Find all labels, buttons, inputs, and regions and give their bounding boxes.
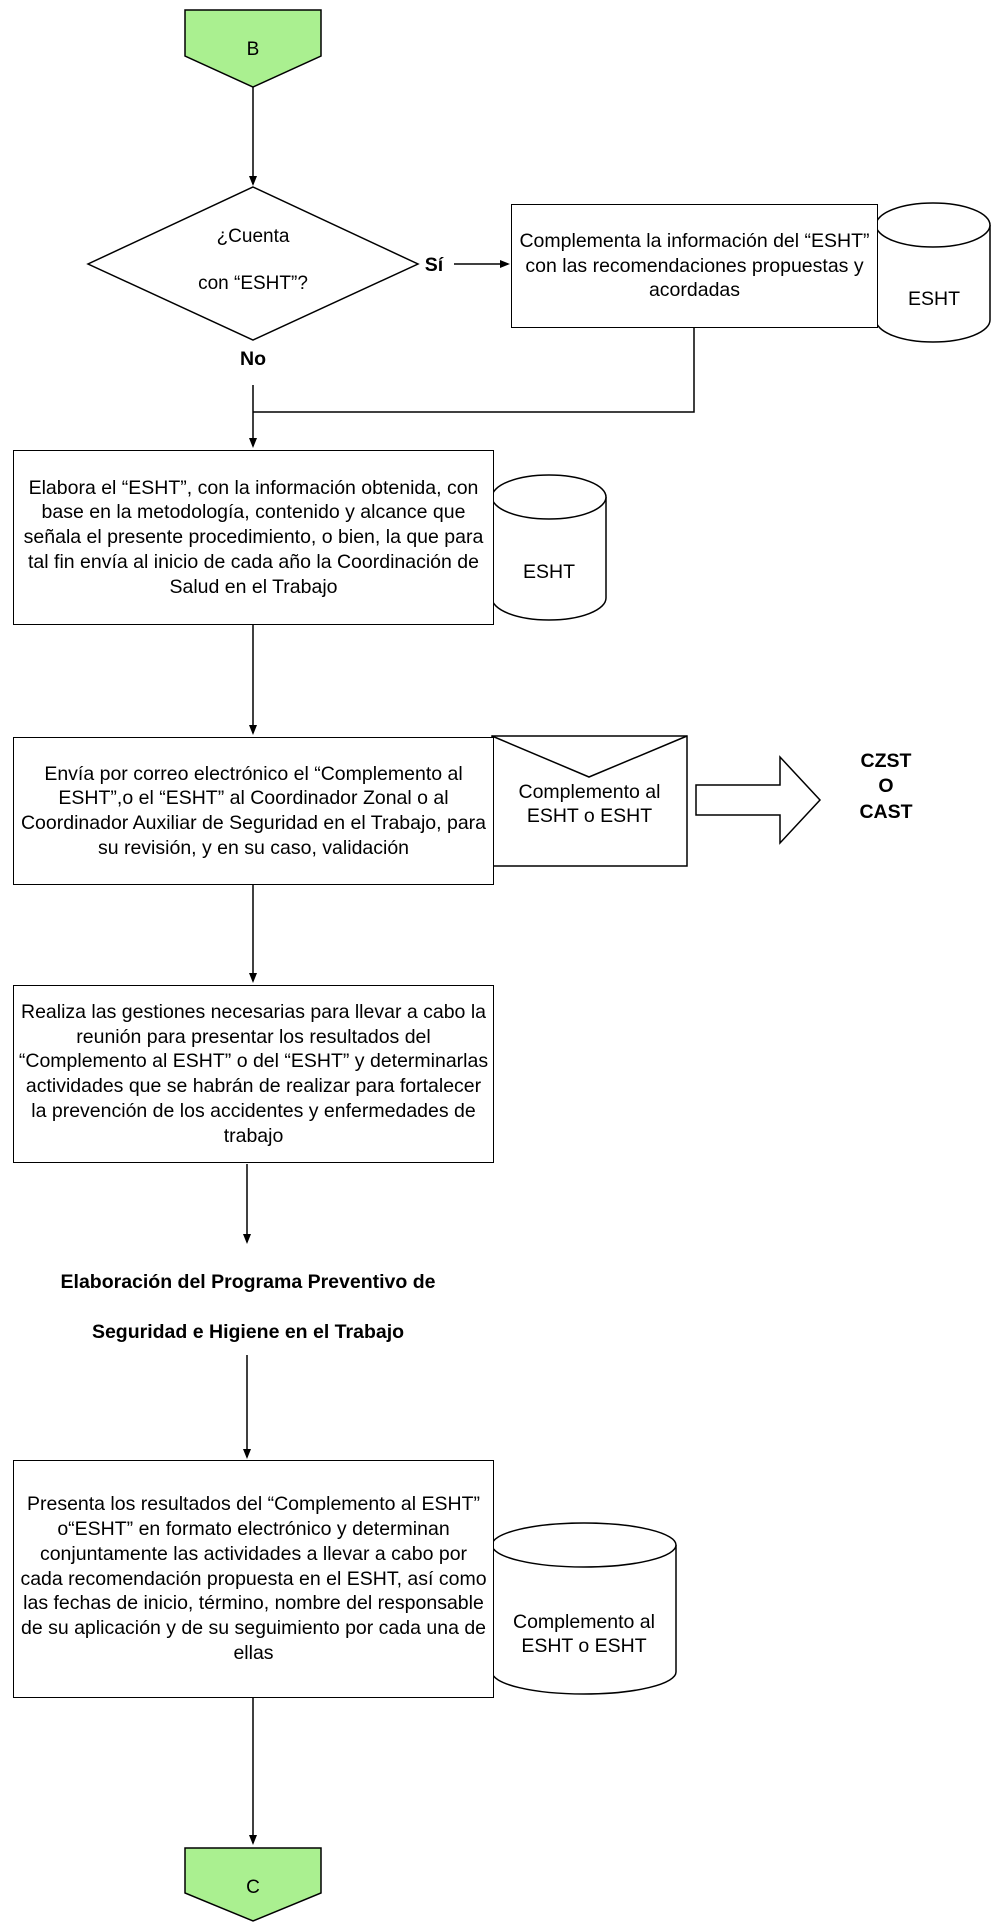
database-esht-2-label: ESHT (522, 561, 575, 583)
elaborate-step: Elabora el “ESHT”, con la información ob… (13, 450, 494, 625)
subprocess-line-1: Elaboración del Programa Preventivo de (60, 1271, 436, 1293)
present-step-text: Presenta los resultados del “Complemento… (20, 1493, 487, 1664)
database-esht-2 (491, 474, 607, 621)
send-step: Envía por correo electrónico el “Complem… (13, 737, 494, 885)
arrange-step-text: Realiza las gestiones necesarias para ll… (18, 1000, 489, 1147)
no-label: No (240, 348, 266, 370)
decision-diamond (86, 186, 420, 341)
database-esht-1-label: ESHT (907, 288, 960, 310)
database-esht-1 (875, 202, 991, 343)
send-block-arrow (695, 755, 822, 845)
decision-line-2: con “ESHT”? (198, 273, 308, 294)
recipient-czst: CZST (860, 750, 912, 772)
complement-step-text: Complementa la información del “ESHT” co… (519, 229, 870, 302)
subprocess-line-2: Seguridad e Higiene en el Trabajo (91, 1321, 405, 1343)
present-step: Presenta los resultados del “Complemento… (13, 1460, 494, 1698)
decision-text: ¿Cuenta con “ESHT”? (170, 227, 336, 293)
complement-step: Complementa la información del “ESHT” co… (511, 204, 878, 328)
elaborate-step-text: Elabora el “ESHT”, con la información ob… (23, 476, 484, 598)
decision-line-1: ¿Cuenta (216, 226, 290, 247)
envelope-document (491, 735, 688, 867)
recipient-cast: CAST (859, 800, 913, 823)
end-connector-label: C (246, 1877, 260, 1898)
yes-label: Sí (424, 254, 444, 276)
recipients: CZST O CAST (846, 749, 926, 825)
end-connector-c: C (184, 1847, 322, 1922)
start-connector-label: B (247, 39, 260, 60)
start-connector-b: B (184, 9, 322, 88)
envelope-document-label: Complemento al ESHT o ESHT (518, 781, 661, 828)
merge-line (253, 327, 695, 413)
recipient-or: O (878, 775, 894, 798)
database-complement (491, 1522, 677, 1695)
database-complement-label: Complemento al ESHT o ESHT (513, 1611, 655, 1658)
send-step-text: Envía por correo electrónico el “Complem… (20, 762, 487, 859)
arrange-step: Realiza las gestiones necesarias para ll… (13, 985, 494, 1163)
